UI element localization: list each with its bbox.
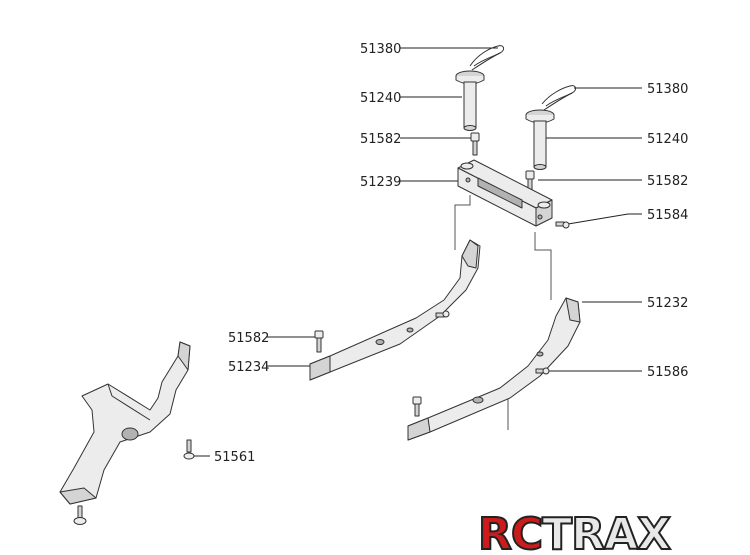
screw-right-arm-bottom-icon bbox=[412, 396, 422, 417]
leader-lines bbox=[193, 47, 642, 457]
label-51232: 51232 bbox=[647, 296, 688, 311]
label-51240-right: 51240 bbox=[647, 132, 688, 147]
label-51582-arm: 51582 bbox=[228, 331, 269, 346]
label-51582-bridge-left: 51582 bbox=[360, 132, 401, 147]
side-bracket-icon bbox=[59, 341, 191, 505]
label-51586: 51586 bbox=[647, 365, 688, 380]
part-labels: 51380 51240 51582 51239 51380 51240 5158… bbox=[214, 42, 688, 465]
rctrax-logo: RCTRAX bbox=[477, 508, 673, 555]
label-51239: 51239 bbox=[360, 175, 401, 190]
label-51582-bridge-right: 51582 bbox=[647, 174, 688, 189]
left-arm-icon bbox=[309, 239, 481, 381]
screw-bracket-bottom-icon bbox=[73, 505, 87, 525]
label-51380-left: 51380 bbox=[360, 42, 401, 57]
bridge-bracket-icon bbox=[457, 159, 553, 227]
label-51584: 51584 bbox=[647, 208, 688, 223]
label-51240-left: 51240 bbox=[360, 91, 401, 106]
logo-rc: RC bbox=[478, 509, 542, 555]
pin-clip-left-icon bbox=[469, 45, 505, 71]
logo-trax: TRAX bbox=[542, 509, 671, 555]
screw-left-arm-icon bbox=[314, 330, 324, 353]
screw-small-bridge-icon bbox=[555, 221, 570, 229]
pin-clip-right-icon bbox=[541, 85, 577, 111]
label-51380-right: 51380 bbox=[647, 82, 688, 97]
screw-bracket-icon bbox=[183, 439, 195, 460]
pin-left-icon bbox=[455, 70, 485, 131]
label-51561: 51561 bbox=[214, 450, 255, 465]
logo-text: RCTRAX bbox=[478, 509, 671, 555]
screw-bridge-left-icon bbox=[470, 132, 480, 156]
pin-right-icon bbox=[525, 109, 555, 170]
screw-right-arm-icon bbox=[535, 367, 550, 375]
label-51234: 51234 bbox=[228, 360, 269, 375]
screw-left-arm-side-icon bbox=[435, 310, 450, 318]
